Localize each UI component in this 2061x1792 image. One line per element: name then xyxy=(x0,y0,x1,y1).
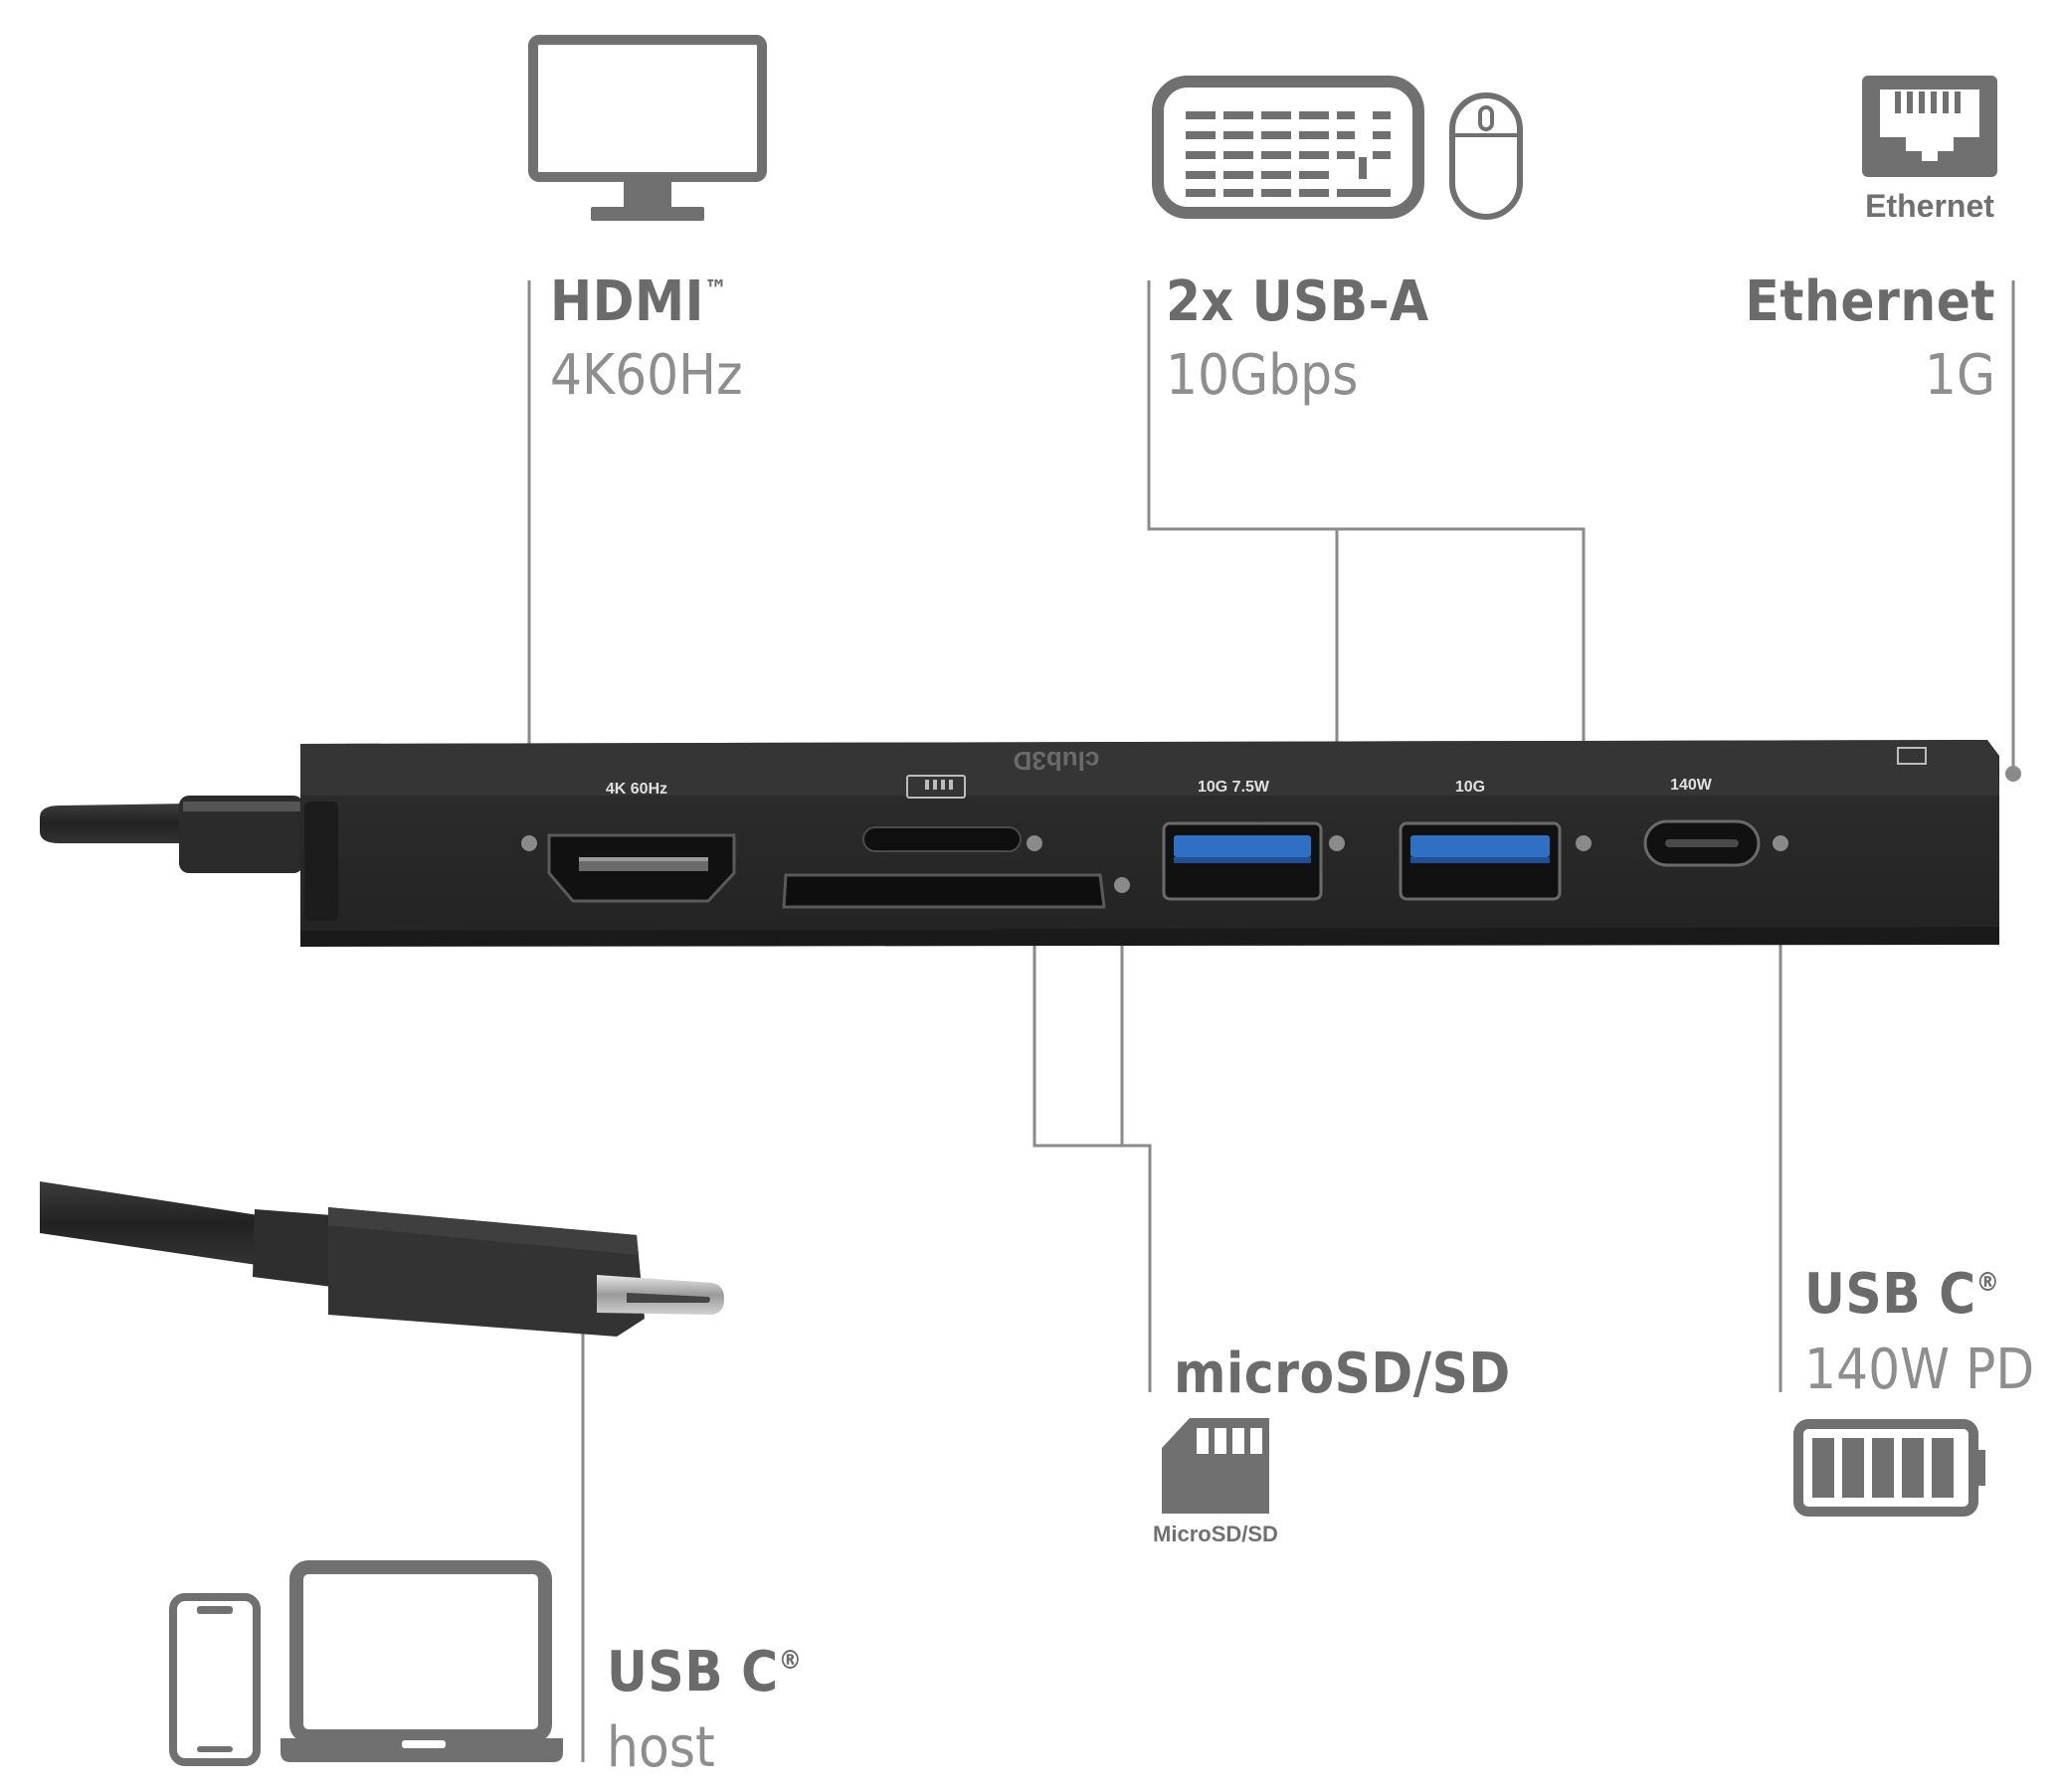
mouse-icon xyxy=(1449,92,1523,220)
usbc-pd-title: USB C® xyxy=(1804,1267,1999,1323)
usba-port-2 xyxy=(1399,821,1562,901)
phone-icon xyxy=(169,1593,261,1766)
port-label-usbc: 140W xyxy=(1670,777,1713,794)
usbc-host-title: USB C® xyxy=(607,1645,802,1701)
brand-logo: club3D xyxy=(1014,746,1100,776)
ethernet-subtitle: 1G xyxy=(1924,343,1995,408)
hub-cable xyxy=(40,796,303,873)
usba-subtitle: 10Gbps xyxy=(1166,343,1359,408)
usbc-pd-subtitle: 140W PD xyxy=(1804,1338,2035,1402)
hdmi-port xyxy=(547,833,736,903)
sd-card-icon xyxy=(1162,1418,1269,1514)
keyboard-icon xyxy=(1152,76,1424,219)
laptop-icon xyxy=(281,1560,563,1762)
ethernet-icon xyxy=(1862,76,1997,177)
battery-icon xyxy=(1793,1419,1985,1517)
usb-c-plug xyxy=(40,1181,724,1337)
usba-port-1 xyxy=(1162,821,1323,901)
trademark-mark: ™ xyxy=(703,275,728,305)
sd-card-caption: MicroSD/SD xyxy=(1153,1522,1278,1546)
registered-mark: ® xyxy=(778,1646,803,1676)
port-label-hdmi: 4K 60Hz xyxy=(606,781,667,798)
ethernet-icon-caption: Ethernet xyxy=(1865,188,1994,224)
usba-leader-bracket xyxy=(1147,280,1586,843)
usba-title: 2x USB-A xyxy=(1166,269,1429,334)
sd-title: microSD/SD xyxy=(1174,1342,1511,1406)
usbc-host-subtitle: host xyxy=(607,1715,715,1780)
ethernet-title: Ethernet xyxy=(1745,269,1995,334)
port-label-usba-2: 10G xyxy=(1455,779,1485,796)
usb-c-hub: club3D 4K 60Hz 10G 7.5W 10G 140W xyxy=(300,740,1999,947)
monitor-icon xyxy=(528,35,767,221)
microsd-slot xyxy=(862,826,1022,852)
hdmi-subtitle: 4K60Hz xyxy=(550,343,743,408)
hdmi-title: HDMI™ xyxy=(550,274,728,330)
usbc-port xyxy=(1643,819,1761,867)
usbc-pd-title-text: USB C xyxy=(1804,1262,1976,1327)
sd-leader xyxy=(1032,843,1152,1392)
port-label-usba-1: 10G 7.5W xyxy=(1198,779,1270,796)
registered-mark: ® xyxy=(1975,1268,2000,1298)
hdmi-title-text: HDMI xyxy=(550,269,704,334)
sd-slot xyxy=(782,873,1106,909)
usbc-host-title-text: USB C xyxy=(607,1640,779,1704)
